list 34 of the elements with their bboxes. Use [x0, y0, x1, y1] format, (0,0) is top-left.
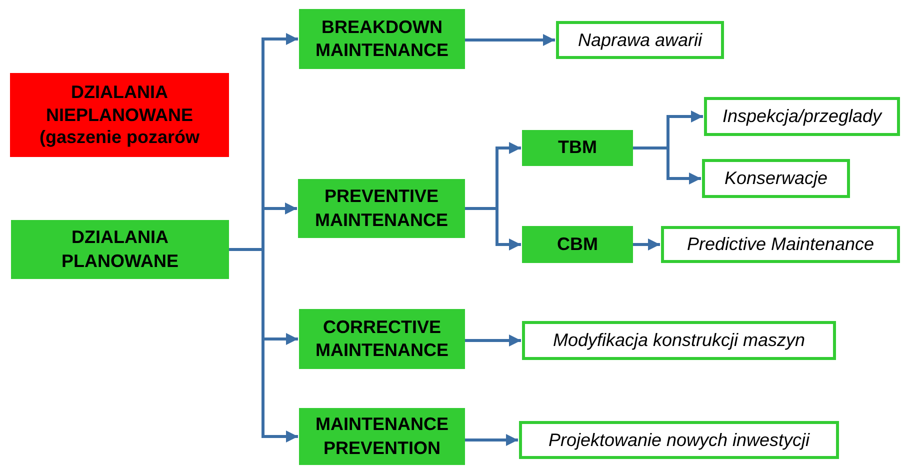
box-label: DZIALANIA PLANOWANE [60, 226, 180, 272]
box-label: Konserwacje [724, 168, 828, 189]
activity-box [522, 321, 836, 360]
box-label: Inspekcja/przeglady [722, 106, 882, 127]
connector-arrow [633, 146, 701, 184]
category-box [522, 226, 633, 263]
activity-box [704, 97, 900, 136]
box-label: Naprawa awarii [578, 30, 702, 50]
box-label: CBM [557, 232, 598, 256]
action-box [10, 73, 229, 157]
activity-box [661, 226, 900, 263]
box-label: Projektowanie nowych inwestycji [548, 430, 810, 450]
connector-arrow [465, 34, 555, 46]
box-label: Predictive Maintenance [686, 234, 874, 255]
connector-arrow [465, 207, 521, 250]
connector-arrow [633, 238, 660, 250]
category-box [299, 9, 465, 69]
box-label: DZIALANIA NIEPLANOWANE (gaszenie pozarów [38, 81, 201, 149]
activity-box [519, 421, 839, 459]
connector-arrow [465, 334, 521, 346]
box-label: CORRECTIVE MAINTENANCE [314, 316, 450, 362]
category-box [298, 179, 465, 238]
box-label: PREVENTIVE MAINTENANCE [314, 185, 449, 232]
activity-box [702, 159, 850, 198]
category-box [522, 130, 633, 166]
box-label: Modyfikacja konstrukcji maszyn [552, 330, 806, 351]
box-label: BREAKDOWN MAINTENANCE [314, 16, 450, 62]
category-box [11, 220, 229, 279]
category-box [299, 408, 465, 465]
activity-box [556, 21, 724, 59]
category-box [299, 309, 465, 369]
box-label: MAINTENANCE PREVENTION [314, 413, 450, 460]
box-label: TBM [558, 136, 597, 160]
connector-arrow [465, 434, 518, 446]
